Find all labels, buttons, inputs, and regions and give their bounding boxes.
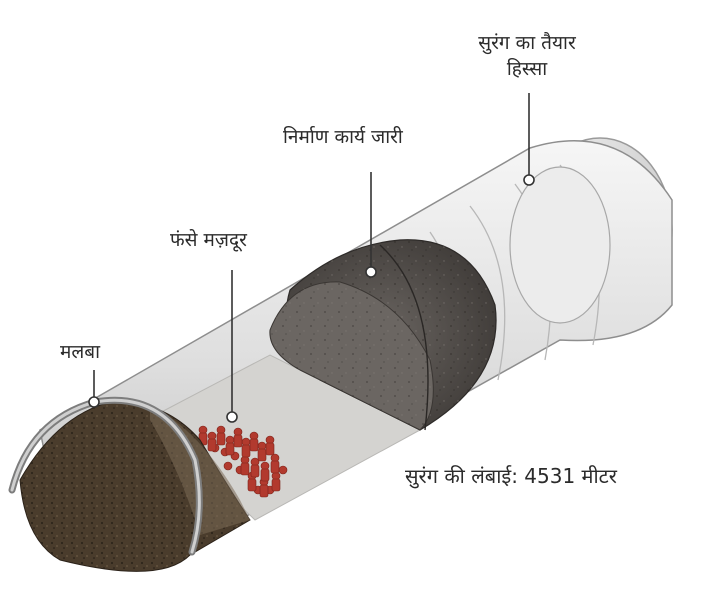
label-trapped-workers: फंसे मज़दूर — [170, 229, 247, 251]
marker-debris — [88, 396, 100, 408]
label-debris: मलबा — [60, 341, 101, 363]
label-construction-ongoing: निर्माण कार्य जारी — [283, 126, 403, 148]
marker-completed — [523, 174, 535, 186]
marker-construction — [365, 266, 377, 278]
completed-section-inner-ring — [509, 166, 611, 324]
label-tunnel-length: सुरंग की लंबाई: 4531 मीटर — [405, 464, 617, 488]
label-completed-line2: हिस्सा — [506, 58, 548, 80]
tunnel-front-rim-highlight — [10, 398, 201, 554]
label-completed-line1: सुरंग का तैयार — [478, 32, 576, 54]
leader-lines — [88, 93, 535, 423]
construction-section-edge — [379, 244, 429, 431]
construction-section-face-texture — [269, 281, 434, 430]
trapped-workers-group — [198, 425, 288, 498]
marker-workers — [226, 411, 238, 423]
label-completed-section: सुरंग का तैयार हिस्सा — [452, 30, 602, 82]
